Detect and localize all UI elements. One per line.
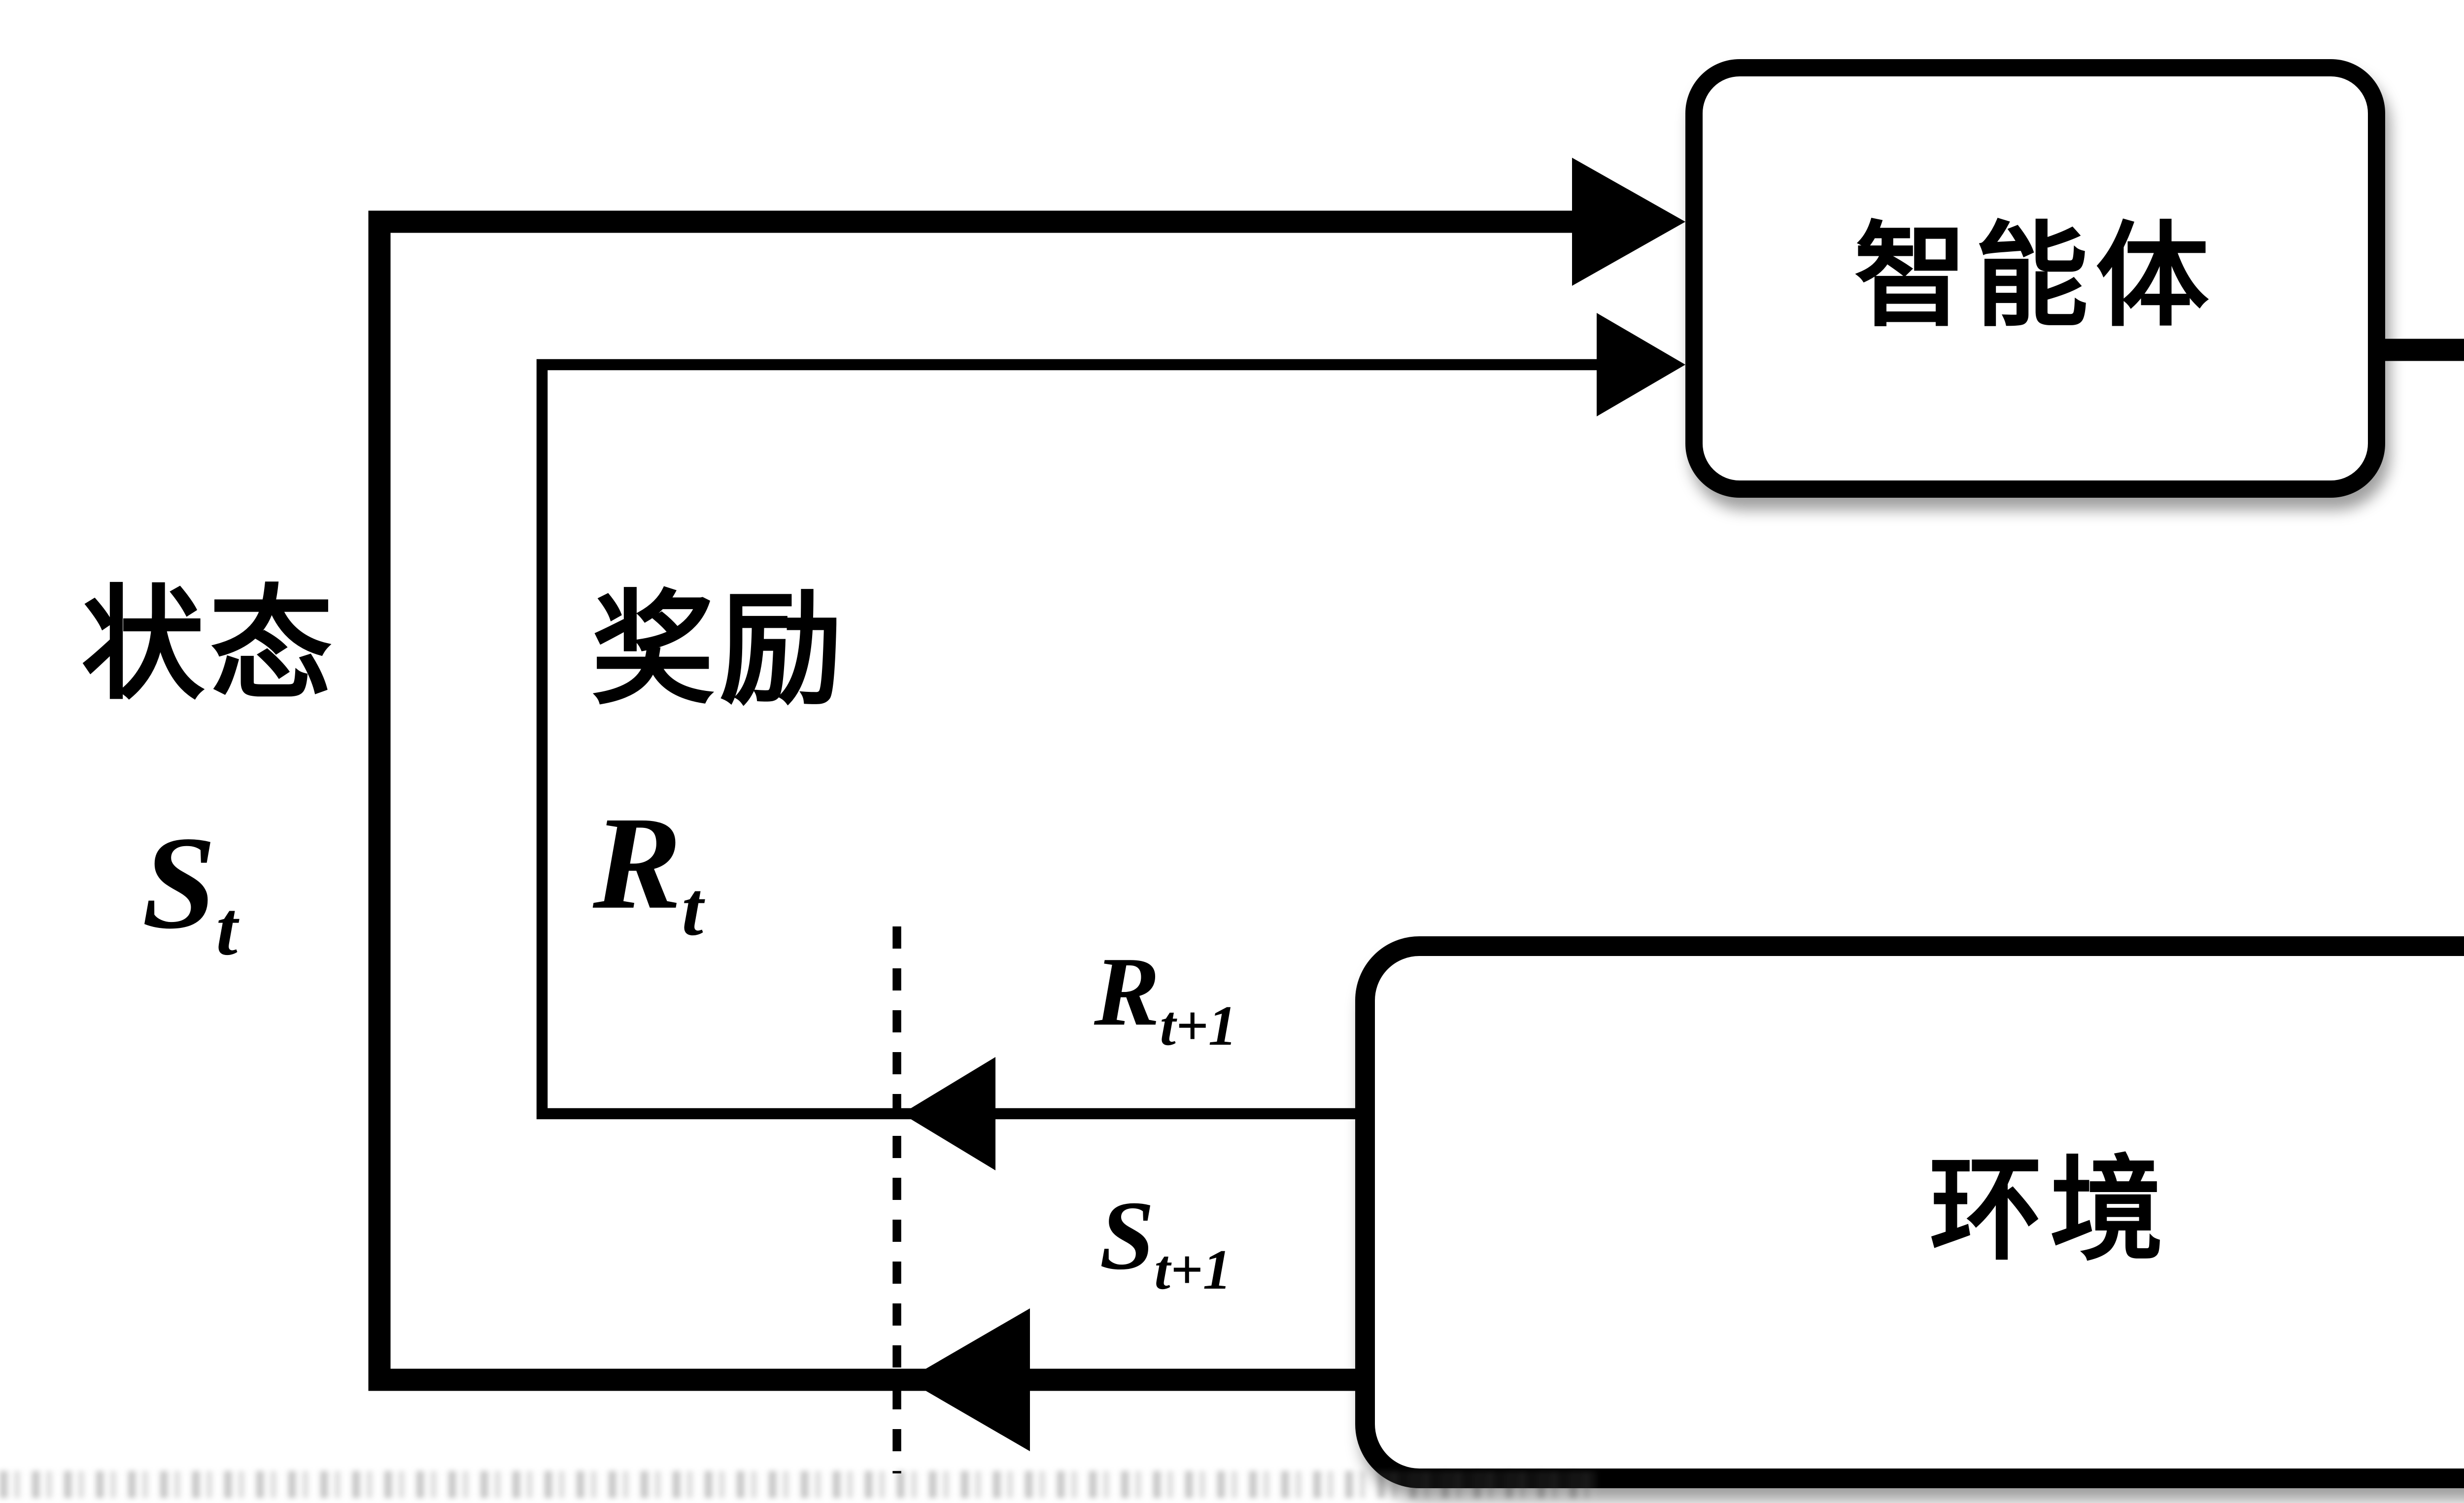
next-reward-symbol-base: R: [1094, 936, 1160, 1047]
next-state-symbol-base: S: [1099, 1180, 1155, 1291]
next-reward-symbol-subscript: t+1: [1160, 995, 1237, 1059]
agent-box: 智能体: [1685, 59, 2385, 498]
state-into-agent-arrowhead-icon: [1572, 158, 1685, 286]
state-symbol-label: St: [142, 817, 238, 967]
reward-name-label: 奖励: [591, 581, 848, 719]
reward-symbol-label: Rt: [593, 797, 703, 948]
state-symbol-subscript: t: [216, 885, 238, 972]
state-wire: [368, 210, 1582, 1391]
reward-symbol-base: R: [593, 789, 682, 937]
next-state-symbol-label: St+1: [1099, 1186, 1232, 1303]
next-state-arrowhead-icon: [907, 1308, 1030, 1451]
reward-symbol-subscript: t: [682, 865, 703, 952]
state-name-label: 状态: [81, 577, 338, 715]
faint-caption-remnant: [0, 1471, 1597, 1498]
reward-into-agent-arrowhead-icon: [1597, 313, 1685, 416]
agent-box-label: 智能体: [1854, 214, 2217, 340]
next-reward-symbol-label: Rt+1: [1094, 942, 1237, 1059]
next-reward-arrowhead-icon: [902, 1057, 995, 1170]
environment-box: 环境: [1355, 936, 2464, 1488]
environment-box-label: 环境: [1929, 1148, 2171, 1274]
state-symbol-base: S: [142, 809, 216, 957]
next-state-symbol-subscript: t+1: [1154, 1239, 1232, 1303]
